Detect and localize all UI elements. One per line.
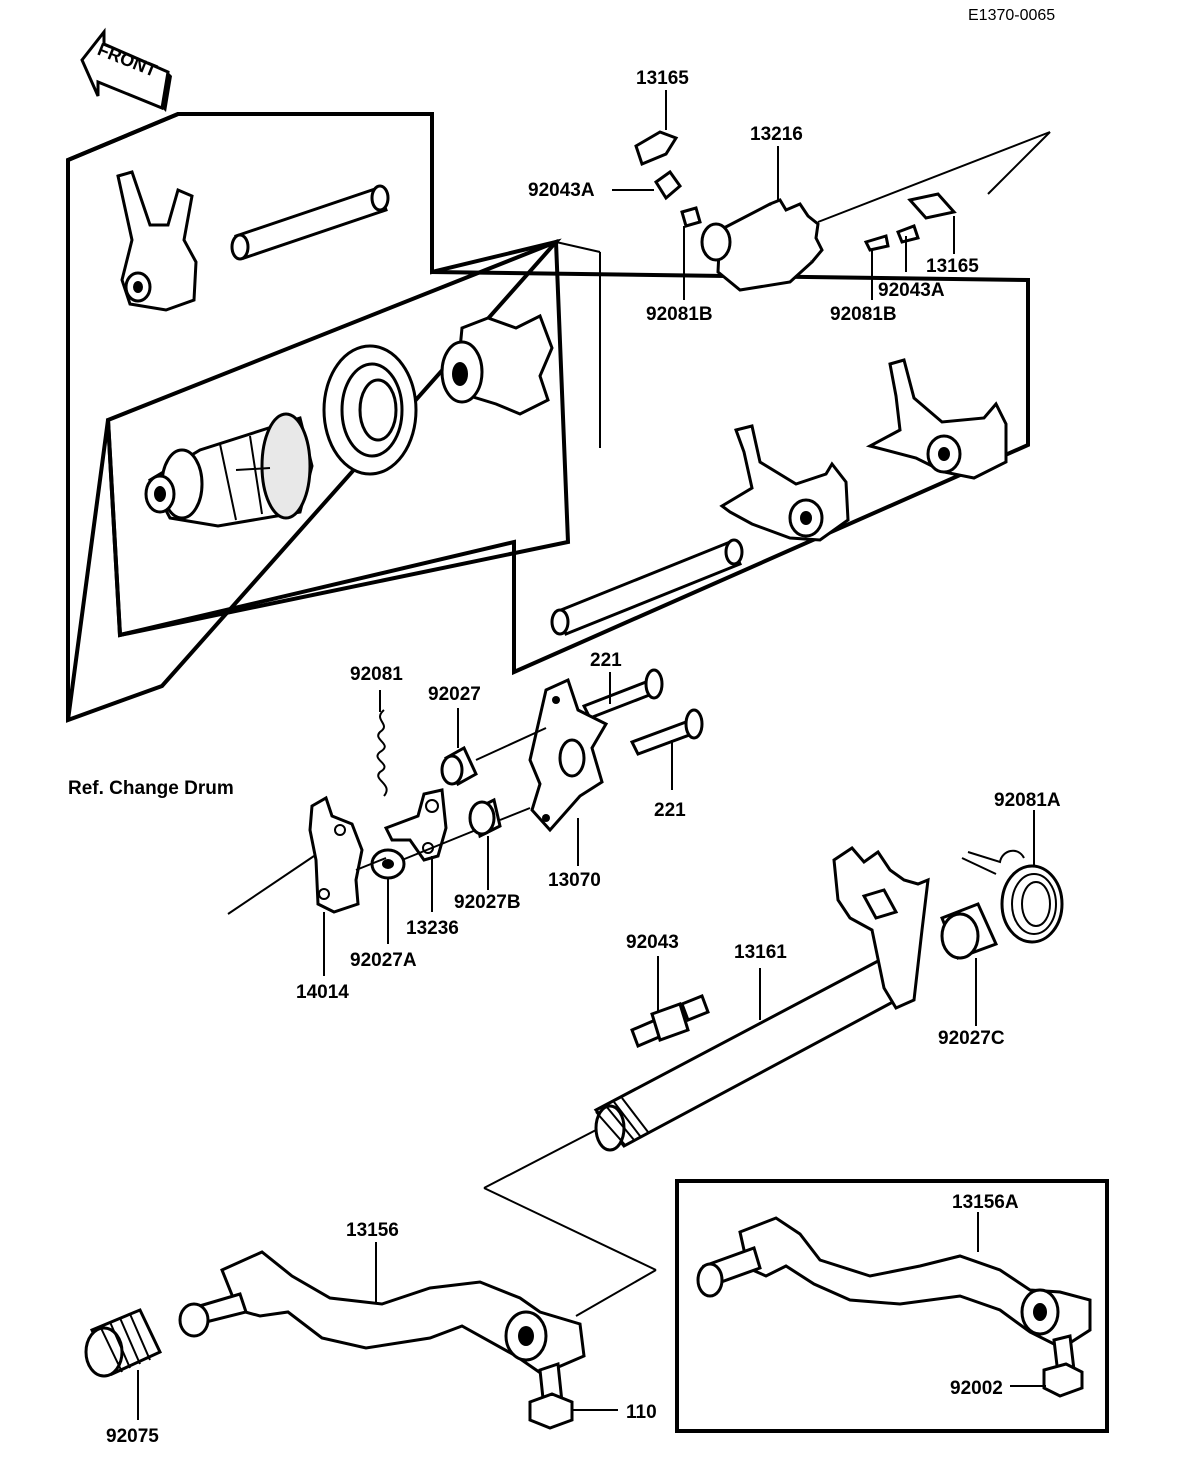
part-label-92027B: 92027B — [454, 892, 521, 913]
front-arrow-icon: FRONT — [80, 27, 172, 112]
spring-92081A — [961, 849, 1064, 944]
part-label-92081: 92081 — [350, 664, 403, 685]
stopper-bolt-92043 — [630, 994, 710, 1048]
screw-221-top — [581, 668, 664, 720]
part-label-92027: 92027 — [428, 684, 481, 705]
shift-rod-top — [230, 184, 390, 261]
collar-92027B — [468, 797, 502, 839]
shift-fork-left — [116, 170, 198, 312]
part-label-13165-top: 13165 — [636, 68, 689, 89]
part-label-13070: 13070 — [548, 870, 601, 891]
drum-star-cap — [440, 313, 554, 416]
bolt-110 — [528, 1361, 574, 1430]
bolt-92002 — [1042, 1334, 1084, 1398]
part-label-13156: 13156 — [346, 1220, 399, 1241]
part-label-92043: 92043 — [626, 932, 679, 953]
rubber-92075 — [84, 1308, 163, 1378]
part-label-13216: 13216 — [750, 124, 803, 145]
part-label-92075: 92075 — [106, 1426, 159, 1447]
part-label-221-bottom: 221 — [654, 800, 686, 821]
drum-pin-gear — [634, 130, 957, 292]
part-label-92043A-right: 92043A — [878, 280, 945, 301]
collar-92027 — [440, 745, 478, 787]
shift-fork-right-1 — [719, 424, 850, 542]
shift-shaft-13161 — [593, 846, 930, 1152]
screw-221-bottom — [629, 708, 704, 756]
diagram-code: E1370-0065 — [968, 7, 1055, 24]
part-label-92027C: 92027C — [938, 1028, 1005, 1049]
change-drum-outline — [66, 112, 1030, 723]
part-label-92081A: 92081A — [994, 790, 1061, 811]
part-label-110: 110 — [626, 1402, 657, 1423]
part-label-92002: 92002 — [950, 1378, 1003, 1399]
part-label-92081B-right: 92081B — [830, 304, 897, 325]
part-label-92027A: 92027A — [350, 950, 417, 971]
shift-fork-right-2 — [865, 358, 1008, 480]
part-label-14014: 14014 — [296, 982, 349, 1003]
collar-92027C — [940, 902, 999, 960]
shift-pedal-13156A — [696, 1216, 1092, 1350]
lever-13236 — [383, 788, 448, 862]
part-label-221-top: 221 — [590, 650, 622, 671]
shift-pedal-13156 — [178, 1250, 586, 1376]
bearing — [322, 344, 418, 476]
change-drum — [144, 412, 314, 528]
plate-13070 — [528, 677, 609, 833]
part-label-92081B-left: 92081B — [646, 304, 713, 325]
part-label-13156A: 13156A — [952, 1192, 1019, 1213]
part-label-13161: 13161 — [734, 942, 787, 963]
shift-rod-bottom — [550, 538, 744, 636]
part-label-92043A-left: 92043A — [528, 180, 595, 201]
arm-14014 — [308, 795, 364, 914]
spring-92081 — [376, 709, 388, 797]
variant-inset-box — [675, 1179, 1109, 1433]
part-label-13236: 13236 — [406, 918, 459, 939]
washer-92027A — [370, 848, 406, 880]
part-label-13165-right: 13165 — [926, 256, 979, 277]
ref-label: Ref. Change Drum — [68, 778, 234, 799]
